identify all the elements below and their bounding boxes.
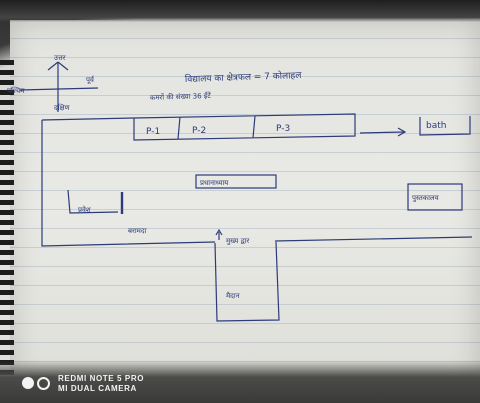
entrance-arrow-head: [215, 228, 223, 236]
label-south: दक्षिण: [54, 103, 71, 112]
gate-label: प्रवेश: [78, 205, 91, 214]
library-label: पुस्तकालय: [412, 194, 440, 202]
photo-top-shadow: [0, 0, 480, 22]
photo-bottom-shadow: [0, 360, 480, 403]
ground-label: मैदान: [226, 291, 240, 300]
bath-label: bath: [426, 121, 446, 131]
library-box: [407, 183, 463, 211]
watermark-line-2: MI DUAL CAMERA: [58, 384, 137, 393]
label-north: उत्तर: [54, 54, 66, 62]
ground-outline: [214, 241, 280, 322]
label-east: पूर्व: [86, 75, 95, 84]
room-divider-2: [252, 115, 256, 139]
label-west: पश्चिम: [7, 86, 25, 95]
heading-line-2: कमरों की संख्या 36 ईंटें: [150, 91, 212, 102]
notebook-page: [10, 20, 480, 395]
watermark-logo: [22, 377, 50, 390]
room-p1-label: P-1: [146, 127, 160, 137]
office-box: [195, 174, 277, 189]
gate-outline: [67, 189, 119, 214]
watermark-line-1: REDMI NOTE 5 PRO: [58, 374, 145, 383]
compass-arrow-right: [57, 61, 69, 71]
notebook-spiral: [0, 60, 14, 390]
room-p3-label: P-3: [276, 124, 290, 134]
office-label: प्रधानाध्याय: [200, 179, 229, 187]
corridor-label: बरामदा: [128, 227, 147, 235]
bath-arrow-line: [359, 131, 406, 134]
compass-arrow-left: [47, 61, 59, 71]
boundary-left-bottom: [41, 120, 216, 247]
watermark-dot-solid: [22, 377, 34, 389]
entrance-label: मुख्य द्वार: [226, 237, 249, 245]
bath-box: [419, 116, 471, 136]
heading-line-1: विद्यालय का क्षेत्रफल = 7 कोलाहल: [185, 69, 303, 85]
room-divider-1: [177, 116, 181, 140]
boundary-top: [41, 117, 135, 121]
compass-horizontal-line: [19, 87, 99, 91]
bath-arrow-head: [397, 127, 407, 137]
room-row-outline: [133, 113, 356, 141]
room-p2-label: P-2: [192, 126, 206, 136]
boundary-bottom-right: [274, 236, 473, 242]
watermark-dot-ring: [37, 377, 50, 390]
